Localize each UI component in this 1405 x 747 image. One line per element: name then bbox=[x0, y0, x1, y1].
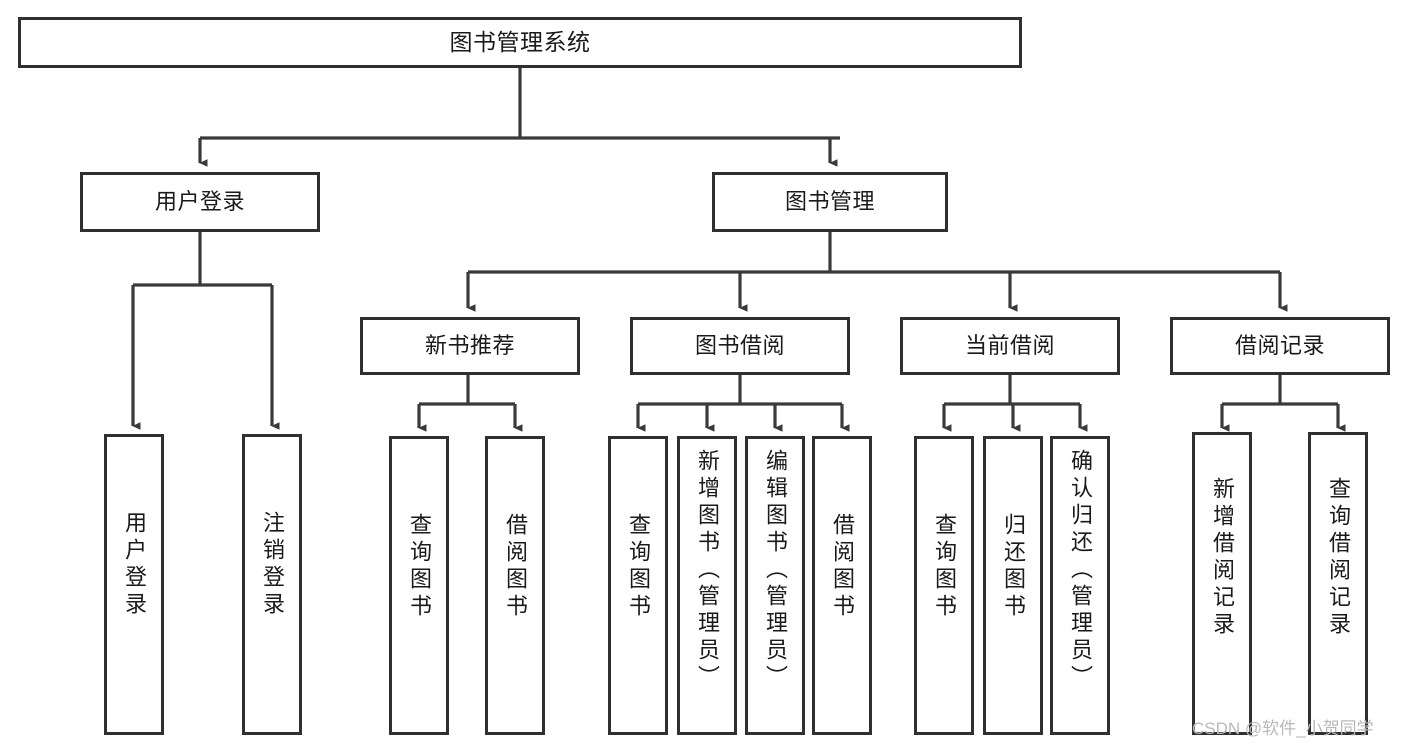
node-label: 新增图书（管理员） bbox=[695, 449, 720, 692]
node-label: 确认归还（管理员） bbox=[1068, 449, 1093, 692]
node-current-borrow[interactable]: 当前借阅 bbox=[900, 317, 1120, 375]
node-leaf-query-book-1[interactable]: 查询图书 bbox=[389, 436, 449, 735]
node-leaf-query-book-3[interactable]: 查询图书 bbox=[914, 436, 974, 735]
node-label: 编辑图书（管理员） bbox=[763, 449, 788, 692]
node-leaf-logout-login[interactable]: 注销登录 bbox=[242, 434, 302, 735]
node-label: 注销登录 bbox=[260, 511, 285, 619]
node-label: 新书推荐 bbox=[424, 333, 515, 359]
node-leaf-add-record[interactable]: 新增借阅记录 bbox=[1192, 432, 1252, 735]
node-label: 查询图书 bbox=[932, 513, 957, 621]
csdn-watermark: CSDN @软件_小贺同学 bbox=[1192, 719, 1374, 738]
node-label: 图书管理 bbox=[784, 189, 875, 215]
node-label: 新增借阅记录 bbox=[1210, 477, 1235, 639]
node-leaf-confirm-return[interactable]: 确认归还（管理员） bbox=[1050, 436, 1110, 735]
node-leaf-edit-book[interactable]: 编辑图书（管理员） bbox=[745, 436, 805, 735]
node-user-login[interactable]: 用户登录 bbox=[80, 172, 320, 232]
node-root-book-management-system[interactable]: 图书管理系统 bbox=[18, 17, 1022, 68]
node-label: 图书借阅 bbox=[694, 333, 785, 359]
node-leaf-query-book-2[interactable]: 查询图书 bbox=[608, 436, 668, 735]
node-label: 用户登录 bbox=[154, 189, 245, 215]
node-borrow-record[interactable]: 借阅记录 bbox=[1170, 317, 1390, 375]
node-label: 查询图书 bbox=[407, 513, 432, 621]
node-book-manage[interactable]: 图书管理 bbox=[712, 172, 948, 232]
node-leaf-borrow-book-1[interactable]: 借阅图书 bbox=[485, 436, 545, 735]
node-leaf-add-book[interactable]: 新增图书（管理员） bbox=[677, 436, 737, 735]
node-book-borrow[interactable]: 图书借阅 bbox=[630, 317, 850, 375]
node-label: 图书管理系统 bbox=[449, 28, 591, 55]
node-label: 查询借阅记录 bbox=[1326, 477, 1351, 639]
node-label: 查询图书 bbox=[626, 513, 651, 621]
node-label: 当前借阅 bbox=[964, 333, 1055, 359]
node-label: 借阅图书 bbox=[830, 513, 855, 621]
node-label: 归还图书 bbox=[1001, 513, 1026, 621]
node-leaf-borrow-book-2[interactable]: 借阅图书 bbox=[812, 436, 872, 735]
node-new-book-recommend[interactable]: 新书推荐 bbox=[360, 317, 580, 375]
node-label: 借阅图书 bbox=[503, 513, 528, 621]
node-label: 用户登录 bbox=[122, 511, 147, 619]
node-leaf-return-book[interactable]: 归还图书 bbox=[983, 436, 1043, 735]
node-label: 借阅记录 bbox=[1234, 333, 1325, 359]
node-leaf-query-record[interactable]: 查询借阅记录 bbox=[1308, 432, 1368, 735]
node-leaf-user-login[interactable]: 用户登录 bbox=[104, 434, 164, 735]
